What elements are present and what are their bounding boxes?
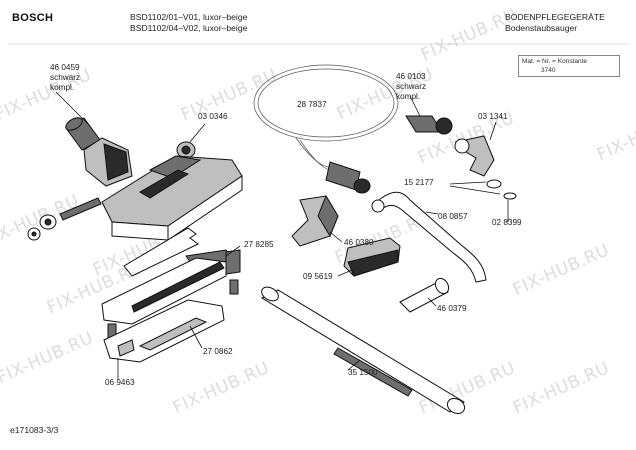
- leader-278285: [225, 245, 241, 257]
- legend-line-1: Mat. = Nr. = Konstante: [522, 58, 588, 65]
- part-label-080857: 08 0857: [438, 212, 468, 221]
- part-label-030346: 03 0346: [198, 112, 228, 121]
- model-line-2: BSD1102/04–V02, luxor–beige: [130, 23, 248, 33]
- bottom-plate-270862: [103, 299, 225, 363]
- leader-080857: [425, 211, 439, 215]
- leader-460459: [55, 91, 91, 127]
- hose-end-460103: [405, 115, 453, 135]
- brand-logo-text: BOSCH: [12, 12, 54, 24]
- part-note-460103-kompl: kompl.: [396, 92, 421, 101]
- crevice-nozzle-460379: [399, 277, 450, 313]
- part-label-095619: 09 5619: [303, 272, 333, 281]
- leader-095619: [337, 269, 353, 277]
- category-title: BODENPFLEGEGERÄTE: [505, 12, 605, 22]
- elbow-031341: [454, 135, 517, 200]
- category-subtitle: Bodenstaubsauger: [505, 23, 578, 33]
- leader-270862: [189, 325, 203, 349]
- part-label-278285: 27 8285: [244, 240, 274, 249]
- leader-152177-b: [449, 185, 501, 195]
- part-label-460380: 46 0380: [344, 238, 374, 247]
- brush-095619: [343, 237, 401, 277]
- hose-287837: [253, 64, 399, 194]
- part-label-152177: 15 2177: [404, 178, 434, 187]
- part-label-270862: 27 0862: [203, 347, 233, 356]
- part-label-460459: 46 0459: [50, 63, 80, 72]
- swivel-joint-030346: [176, 141, 196, 159]
- nozzle-connector-460459: [65, 117, 133, 187]
- leader-351500: [347, 359, 361, 371]
- telescopic-tube-351500: [260, 286, 466, 415]
- document-id: e171083-3/3: [10, 425, 59, 435]
- leader-031341: [489, 121, 497, 141]
- part-note-460459-kompl: kompl.: [50, 83, 75, 92]
- part-label-031341: 03 1341: [478, 112, 508, 121]
- upholstery-nozzle-460380: [291, 194, 339, 247]
- leader-460103: [409, 95, 421, 117]
- brush-plate-278285: [101, 227, 241, 339]
- model-line-1: BSD1102/01–V01, luxor–beige: [130, 12, 248, 22]
- floor-nozzle-body: [101, 155, 243, 241]
- leader-030346: [189, 123, 206, 143]
- part-label-287837: 28 7837: [297, 100, 327, 109]
- roller-axle: [27, 197, 102, 241]
- part-label-460379: 46 0379: [437, 304, 467, 313]
- curved-wand-080857: [371, 191, 487, 283]
- leader-152177-a: [449, 181, 487, 185]
- leader-460379: [427, 297, 437, 307]
- part-label-351500: 35 1500: [348, 368, 378, 377]
- part-label-069463: 06 9463: [105, 378, 135, 387]
- legend-box: Mat. = Nr. = Konstante 3740: [518, 55, 620, 77]
- part-label-460103: 46 0103: [396, 72, 426, 81]
- legend-line-2: 3740: [541, 67, 556, 74]
- part-note-460103-color: schwarz: [396, 82, 427, 91]
- part-note-460459-color: schwarz: [50, 73, 81, 82]
- part-label-028399: 02 8399: [492, 218, 522, 227]
- leader-460380: [329, 231, 343, 243]
